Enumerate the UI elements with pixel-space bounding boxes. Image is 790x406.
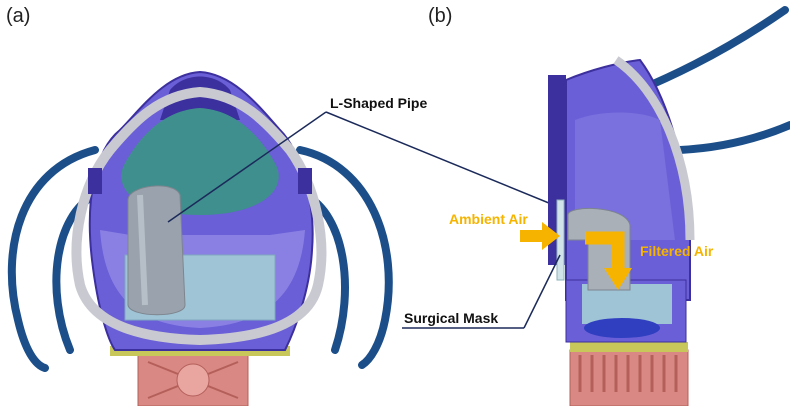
strap-left [7, 146, 99, 372]
callout-l-shaped-pipe: L-Shaped Pipe [330, 95, 427, 111]
callout-line-pipe-b [325, 111, 567, 211]
seal-rim-side [613, 56, 695, 241]
label-filtered-air: Filtered Air [640, 243, 714, 259]
panel-label-b: (b) [428, 5, 452, 27]
strap-lower-side [676, 121, 790, 154]
l-pipe-front [127, 185, 186, 316]
ambient-air-arrow [520, 222, 560, 250]
side-view-mask [548, 6, 790, 406]
strap-clip-right [298, 168, 312, 194]
fan-side [569, 349, 689, 406]
label-ambient-air: Ambient Air [449, 211, 528, 227]
front-view-mask [7, 70, 393, 406]
fan-front [137, 351, 249, 406]
callout-line-pipe [167, 111, 327, 223]
filtered-air-arrow [585, 231, 632, 290]
callout-line-surgical [523, 254, 561, 329]
nose-bridge [160, 76, 240, 120]
inner-chamber-side [575, 112, 675, 240]
filter-window-side [582, 284, 672, 324]
strap-right [296, 146, 393, 369]
filter-element [584, 318, 660, 338]
strap-clip-left [88, 168, 102, 194]
callout-surgical-mask: Surgical Mask [404, 310, 498, 326]
filter-base-side [570, 342, 688, 352]
surgical-mask-sheet [556, 199, 565, 281]
seal-rim [71, 86, 327, 346]
panel-label-a: (a) [6, 5, 30, 27]
